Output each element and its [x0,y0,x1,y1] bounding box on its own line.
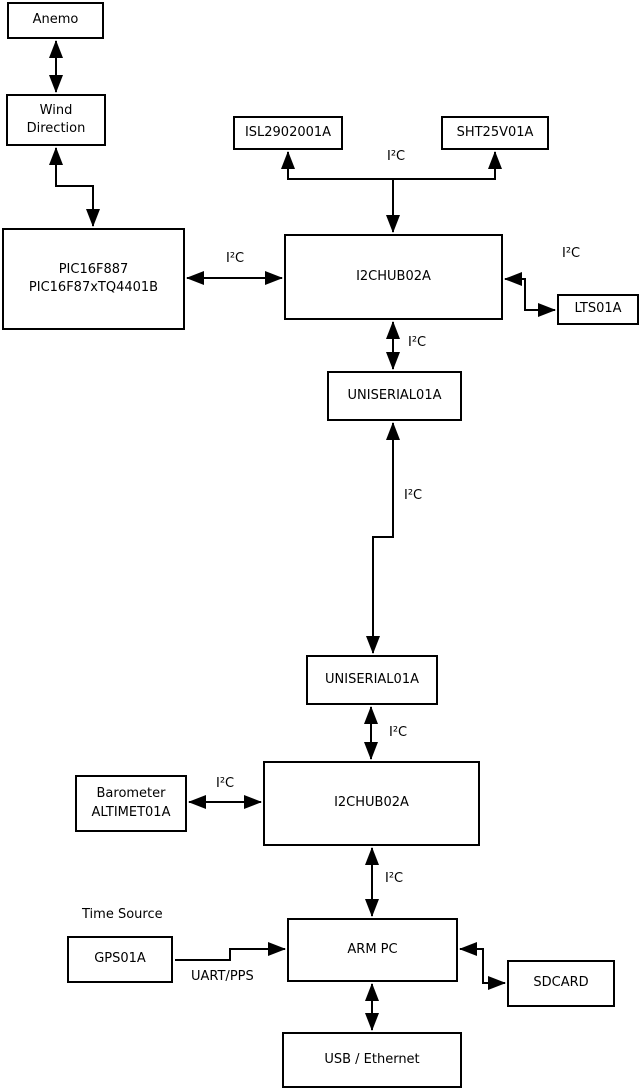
node-wind-direction-label-line2: Direction [26,121,86,136]
node-uniserial-bottom-label: UNISERIAL01A [325,671,419,687]
label-i2c-hub2-armpc: I²C [385,871,404,886]
node-arm-pc-label: ARM PC [347,941,398,957]
node-sht25v01a-label: SHT25V01A [456,124,534,140]
connector-armpc-sdcard [459,942,506,990]
label-i2c-pic-hub1: I²C [226,251,245,266]
node-i2chub-top: I2CHUB02A [284,234,503,320]
connector-uniserial1-uniserial2 [366,422,400,654]
node-pic-label-line1: PIC16F887 [58,261,129,277]
node-gps01a-label: GPS01A [94,951,146,967]
node-i2chub-bottom-label: I2CHUB02A [334,795,409,811]
connector-gps-armpc [175,942,286,961]
node-anemo-label: Anemo [32,12,79,28]
node-gps01a: GPS01A [67,936,173,983]
node-arm-pc: ARM PC [287,918,458,982]
node-lts01a-label: LTS01A [574,301,622,317]
node-usb-ethernet-label: USB / Ethernet [324,1051,420,1067]
connector-sensorbus-isl-sht [281,151,502,180]
node-isl2902001a-label: ISL2902001A [244,124,332,140]
label-i2c-sensor-bus: I²C [387,149,406,164]
node-barometer-label-line2: ALTIMET01A [91,804,171,820]
node-pic: PIC16F887 PIC16F87xTQ4401B [2,228,185,330]
node-wind-direction-label-line1: Wind [39,102,73,118]
node-sht25v01a: SHT25V01A [441,116,549,150]
label-uart-pps: UART/PPS [191,969,254,984]
node-uniserial-bottom: UNISERIAL01A [306,655,438,705]
node-lts01a: LTS01A [557,294,639,325]
label-i2c-barometer-hub2: I²C [216,776,235,791]
label-i2c-hub1-lts: I²C [562,246,581,261]
node-uniserial-top: UNISERIAL01A [327,371,462,421]
node-usb-ethernet: USB / Ethernet [282,1032,462,1088]
connector-wind-pic [49,147,100,227]
node-sdcard: SDCARD [507,960,615,1007]
node-pic-label-line2: PIC16F87xTQ4401B [28,280,159,295]
label-i2c-uniserial2-hub2: I²C [389,725,408,740]
label-i2c-hub1-uniserial1: I²C [408,335,427,350]
node-wind-direction: Wind Direction [6,94,106,146]
node-i2chub-top-label: I2CHUB02A [356,268,431,284]
node-sdcard-label: SDCARD [533,975,589,991]
node-anemo: Anemo [7,2,104,39]
node-i2chub-bottom: I2CHUB02A [263,761,480,846]
connector-hub1-lts [504,272,556,317]
label-time-source: Time Source [82,907,163,922]
node-barometer-label-line1: Barometer [96,786,166,802]
node-isl2902001a: ISL2902001A [233,116,343,150]
label-i2c-uniserial-link: I²C [404,488,423,503]
node-barometer: Barometer ALTIMET01A [75,775,187,832]
node-uniserial-top-label: UNISERIAL01A [347,387,442,403]
